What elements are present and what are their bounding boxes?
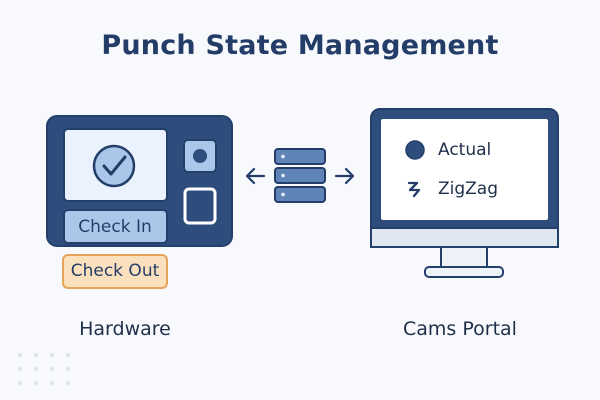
monitor-stand xyxy=(424,266,504,278)
check-out-button[interactable] xyxy=(62,254,168,289)
check-in-button[interactable] xyxy=(63,209,168,244)
hardware-device xyxy=(46,115,233,247)
cams-portal-label: Cams Portal xyxy=(403,318,517,340)
right-arrow-icon xyxy=(334,167,355,185)
checkmark-icon xyxy=(92,144,136,188)
card-reader-icon xyxy=(183,187,217,225)
check-out-label: Check Out xyxy=(70,261,160,281)
portal-screen xyxy=(381,119,548,220)
hardware-label: Hardware xyxy=(79,318,171,340)
dot-pattern xyxy=(18,353,70,385)
left-arrow-icon xyxy=(245,167,266,185)
zigzag-icon xyxy=(407,181,421,198)
sensor-button-icon xyxy=(183,139,217,173)
server-stack-icon xyxy=(274,148,326,203)
status-actual-label: Actual xyxy=(438,140,492,160)
status-zigzag-label: ZigZag xyxy=(438,179,499,199)
circle-icon xyxy=(405,140,425,160)
page-title: Punch State Management xyxy=(101,30,499,61)
monitor-device xyxy=(370,108,559,278)
check-in-label: Check In xyxy=(78,217,152,237)
